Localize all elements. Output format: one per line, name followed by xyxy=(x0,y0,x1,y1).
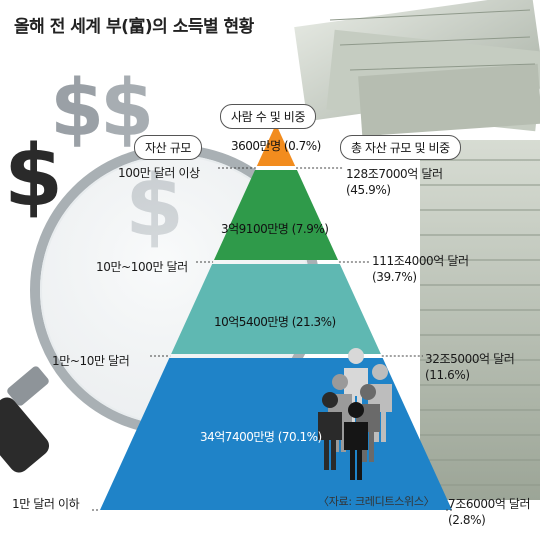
tier-people-label: 3억9100만명 (7.9%) xyxy=(221,222,329,236)
person-head xyxy=(372,364,388,380)
person-body xyxy=(318,412,342,470)
asset-share-header: 총 자산 규모 및 비중 xyxy=(340,135,461,160)
tier-people-label: 10억5400만명 (21.3%) xyxy=(214,315,336,329)
money-stack-icon xyxy=(420,140,540,500)
tier-asset-value: 111조4000억 달러 xyxy=(372,254,469,268)
pyramid-tier-1 xyxy=(256,124,296,166)
tier-asset-share: (39.7%) xyxy=(372,270,417,284)
boundary-label: 100만 달러 이상 xyxy=(118,166,200,180)
tier-asset-value: 32조5000억 달러 xyxy=(425,352,515,366)
person-head xyxy=(322,392,338,408)
tier-asset-value: 128조7000억 달러 xyxy=(346,167,443,181)
tier-asset-share: (2.8%) xyxy=(448,513,486,527)
pyramid-tier-3 xyxy=(171,264,381,354)
tier-people-label: 34억7400만명 (70.1%) xyxy=(200,430,322,444)
person-body xyxy=(344,422,368,480)
wealth-band-header: 자산 규모 xyxy=(134,135,202,160)
source-note: 〈자료: 크레디트스위스〉 xyxy=(318,495,435,508)
person-head xyxy=(360,384,376,400)
tier-asset-share: (11.6%) xyxy=(425,368,470,382)
svg-text:$: $ xyxy=(50,64,104,154)
person-head xyxy=(332,374,348,390)
svg-text:$: $ xyxy=(4,127,63,226)
people-share-header: 사람 수 및 비중 xyxy=(220,104,317,129)
tier-asset-value: 7조6000억 달러 xyxy=(448,497,531,511)
person-head xyxy=(348,402,364,418)
boundary-label: 1만~10만 달러 xyxy=(52,354,130,368)
people-icon xyxy=(318,348,392,480)
chart-title: 올해 전 세계 부(富)의 소득별 현황 xyxy=(14,17,254,37)
dotted-leader-lines xyxy=(92,167,452,511)
tier-asset-share: (45.9%) xyxy=(346,183,391,197)
person-head xyxy=(348,348,364,364)
tier-people-label: 3600만명 (0.7%) xyxy=(231,139,321,153)
boundary-label: 1만 달러 이하 xyxy=(12,497,80,511)
money-bills-icon xyxy=(294,0,540,137)
pyramid-tier-2 xyxy=(213,170,339,260)
boundary-label: 10만~100만 달러 xyxy=(96,260,188,274)
